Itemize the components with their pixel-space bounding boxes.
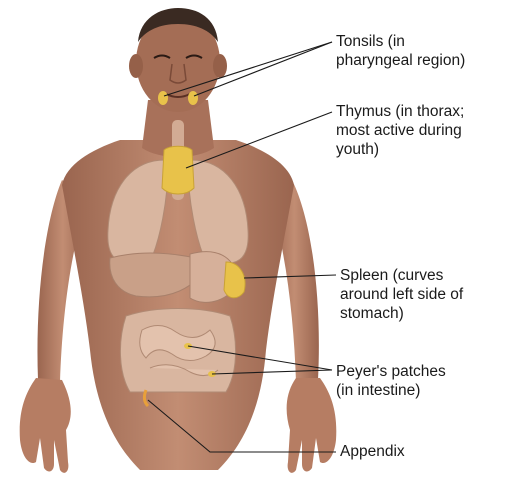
left-ear — [129, 54, 143, 78]
tonsils-line-2: pharyngeal region) — [336, 51, 465, 70]
spleen-line-3: stomach) — [340, 304, 463, 323]
label-spleen: Spleen (curves around left side of stoma… — [340, 266, 463, 323]
left-hand — [20, 378, 71, 473]
right-ear — [213, 54, 227, 78]
right-hand — [287, 378, 337, 473]
appendix-line-1: Appendix — [340, 442, 405, 461]
label-thymus: Thymus (in thorax; most active during yo… — [336, 102, 464, 159]
label-tonsils: Tonsils (in pharyngeal region) — [336, 32, 465, 70]
thymus — [162, 146, 194, 194]
tonsil-left — [158, 91, 168, 105]
peyers-line-1: Peyer's patches — [336, 362, 446, 381]
peyers-line-2: (in intestine) — [336, 381, 446, 400]
thymus-line-2: most active during — [336, 121, 464, 140]
thymus-line-3: youth) — [336, 140, 464, 159]
tonsil-right — [188, 91, 198, 105]
thymus-line-1: Thymus (in thorax; — [336, 102, 464, 121]
tonsils-line-1: Tonsils (in — [336, 32, 465, 51]
label-appendix: Appendix — [340, 442, 405, 461]
spleen-line-1: Spleen (curves — [340, 266, 463, 285]
spleen-line-2: around left side of — [340, 285, 463, 304]
label-peyers-patches: Peyer's patches (in intestine) — [336, 362, 446, 400]
